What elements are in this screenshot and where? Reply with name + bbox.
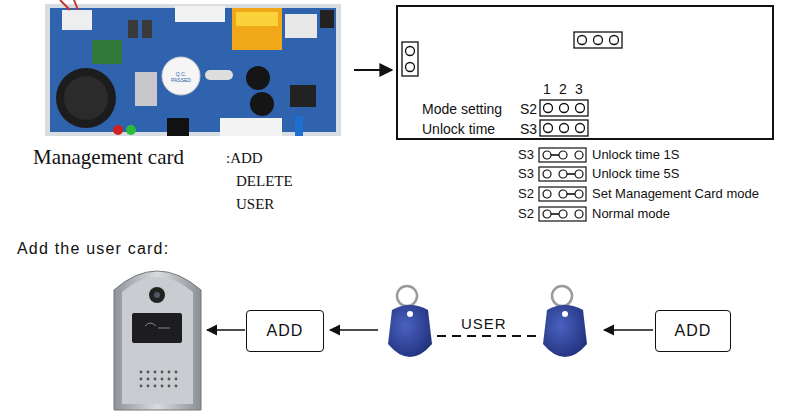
door-station bbox=[114, 271, 201, 410]
pin-number: 2 bbox=[559, 81, 567, 97]
box-label: ADD bbox=[675, 322, 712, 340]
process-box: ADD bbox=[655, 310, 731, 352]
pointer-arrow bbox=[354, 69, 392, 71]
jumper-id: S2 bbox=[520, 101, 537, 117]
legend-text: Set Management Card mode bbox=[592, 186, 759, 201]
flow-arrow bbox=[207, 329, 245, 331]
pin-number: 1 bbox=[543, 81, 551, 97]
setting-name: Mode setting bbox=[422, 101, 502, 117]
jumper-id: S3 bbox=[518, 147, 534, 162]
jumper-id: S2 bbox=[518, 186, 534, 201]
process-box: ADD bbox=[246, 310, 324, 352]
jumper-id: S2 bbox=[518, 206, 534, 221]
legend-text: Unlock time 1S bbox=[592, 147, 679, 162]
setting-name: Unlock time bbox=[422, 121, 495, 137]
key-fob bbox=[543, 286, 587, 357]
jumper-sample bbox=[538, 147, 588, 163]
jumper-id: S3 bbox=[520, 121, 537, 137]
jumper-sample bbox=[538, 166, 588, 182]
jumper-id: S3 bbox=[518, 166, 534, 181]
function-item: USER bbox=[236, 196, 274, 213]
section-heading: Management card bbox=[33, 145, 184, 170]
jumper-sample bbox=[538, 186, 588, 202]
section-heading: Add the user card: bbox=[17, 240, 169, 258]
box-label: ADD bbox=[267, 322, 304, 340]
legend-text: Unlock time 5S bbox=[592, 166, 679, 181]
function-item: :ADD bbox=[226, 150, 263, 167]
function-item: DELETE bbox=[236, 173, 293, 190]
jumper-symbols bbox=[402, 32, 622, 136]
sticker-text: Q.C. PASSED bbox=[166, 72, 196, 83]
pin-number: 3 bbox=[575, 81, 583, 97]
jumper-sample bbox=[538, 206, 588, 222]
dashed-line bbox=[437, 335, 538, 337]
key-fob bbox=[388, 286, 432, 357]
jumper-panel: 123Mode setting S2Unlock time S3 bbox=[396, 5, 774, 140]
pcb-photo bbox=[45, 0, 341, 136]
line-label: USER bbox=[461, 315, 507, 332]
legend-text: Normal mode bbox=[592, 206, 670, 221]
flow-arrow bbox=[604, 329, 653, 331]
flow-arrow bbox=[330, 329, 378, 331]
